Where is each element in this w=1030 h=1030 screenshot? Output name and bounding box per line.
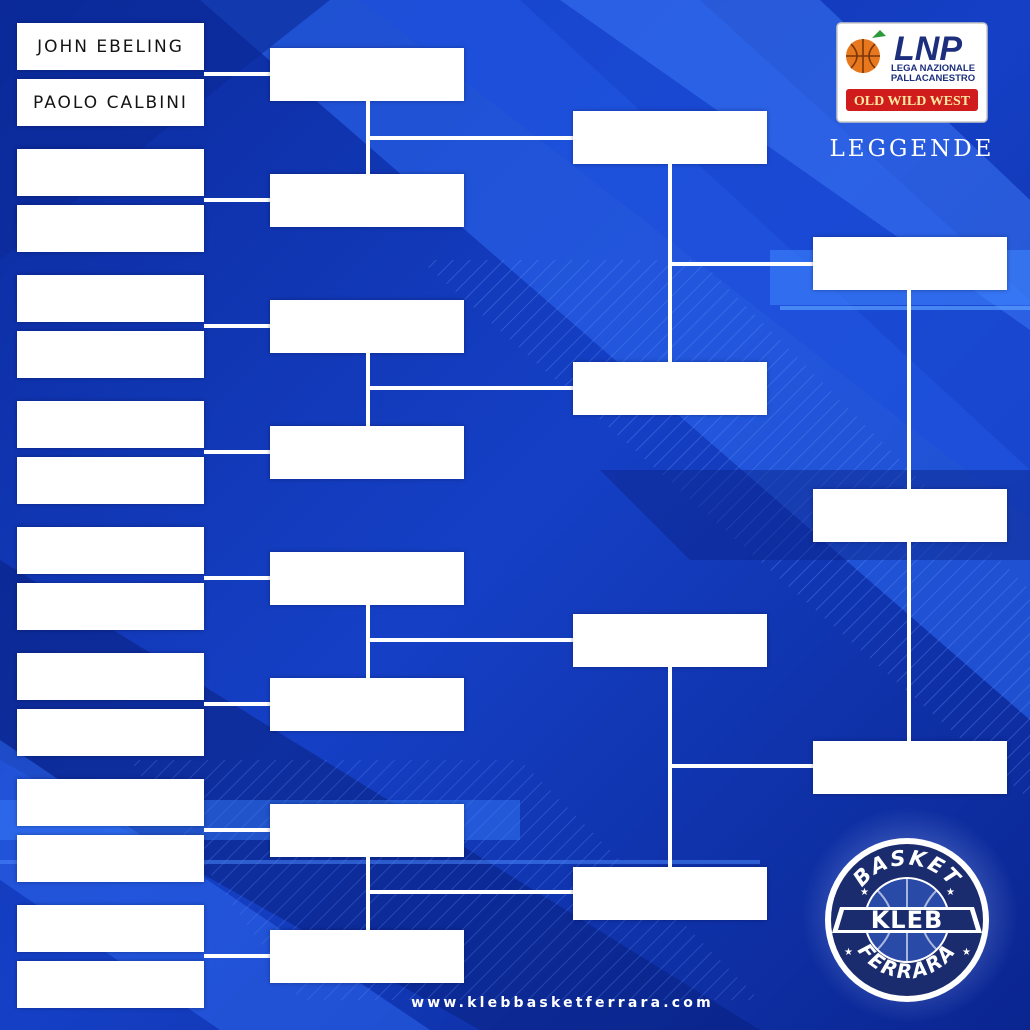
round2-slot-1 — [270, 48, 464, 101]
kleb-basket-ferrara-logo: BASKET FERRARA KLEB ★ ★ ★ ★ — [825, 838, 989, 1002]
round2-slot-6 — [270, 678, 464, 731]
round1-slot-6 — [17, 331, 204, 378]
connector-line — [366, 638, 573, 642]
svg-text:★: ★ — [946, 887, 955, 898]
round4-slot-1 — [813, 237, 1007, 290]
connector-line — [668, 764, 814, 768]
player-name: JOHN EBELING — [37, 36, 184, 57]
round1-slot-4 — [17, 205, 204, 252]
round2-slot-2 — [270, 174, 464, 227]
svg-text:KLEB: KLEB — [871, 906, 944, 934]
player-name: PAOLO CALBINI — [33, 92, 188, 113]
connector-line — [668, 262, 814, 266]
round3-slot-2 — [573, 362, 767, 415]
round4-slot-2 — [813, 489, 1007, 542]
svg-text:★: ★ — [962, 947, 971, 958]
round1-slot-9 — [17, 527, 204, 574]
round1-slot-10 — [17, 583, 204, 630]
round3-slot-4 — [573, 867, 767, 920]
round2-slot-8 — [270, 930, 464, 983]
website-url: www.klebbasketferrara.com — [411, 995, 714, 1011]
lnp-wordmark: LNP — [894, 30, 962, 68]
connector-line — [204, 198, 270, 202]
svg-text:LEGA NAZIONALE: LEGA NAZIONALE — [891, 63, 975, 74]
round2-slot-5 — [270, 552, 464, 605]
round1-slot-3 — [17, 149, 204, 196]
svg-text:LNP: LNP — [894, 30, 962, 68]
svg-text:★: ★ — [844, 947, 853, 958]
connector-line — [204, 954, 270, 958]
round1-slot-7 — [17, 401, 204, 448]
round2-slot-7 — [270, 804, 464, 857]
round4-slot-3 — [813, 741, 1007, 794]
round1-slot-5 — [17, 275, 204, 322]
svg-text:★: ★ — [860, 887, 869, 898]
connector-line — [366, 136, 573, 140]
round1-slot-16 — [17, 961, 204, 1008]
round2-slot-4 — [270, 426, 464, 479]
connector-line — [366, 890, 573, 894]
connector-line — [204, 72, 270, 76]
logo-center-text: KLEB — [871, 906, 944, 934]
connector-line — [907, 542, 911, 741]
leggende-label: LEGGENDE — [829, 136, 995, 162]
svg-text:PALLACANESTRO: PALLACANESTRO — [891, 73, 975, 84]
round1-slot-12 — [17, 709, 204, 756]
round1-slot-1: JOHN EBELING — [17, 23, 204, 70]
connector-line — [366, 386, 573, 390]
round1-slot-2: PAOLO CALBINI — [17, 79, 204, 126]
connector-line — [204, 702, 270, 706]
round1-slot-11 — [17, 653, 204, 700]
lnp-logo: LNP LEGA NAZIONALE PALLACANESTRO OLD WIL… — [836, 22, 988, 123]
round3-slot-3 — [573, 614, 767, 667]
lnp-line2: PALLACANESTRO — [891, 73, 975, 84]
connector-line — [204, 324, 270, 328]
connector-line — [204, 828, 270, 832]
round3-slot-1 — [573, 111, 767, 164]
round2-slot-3 — [270, 300, 464, 353]
round1-slot-13 — [17, 779, 204, 826]
connector-line — [204, 450, 270, 454]
round1-slot-15 — [17, 905, 204, 952]
lnp-line1: LEGA NAZIONALE — [891, 63, 975, 74]
round1-slot-14 — [17, 835, 204, 882]
round1-slot-8 — [17, 457, 204, 504]
connector-line — [204, 576, 270, 580]
svg-text:OLD WILD WEST: OLD WILD WEST — [854, 94, 971, 109]
sponsor-name: OLD WILD WEST — [854, 94, 971, 109]
connector-line — [907, 290, 911, 489]
